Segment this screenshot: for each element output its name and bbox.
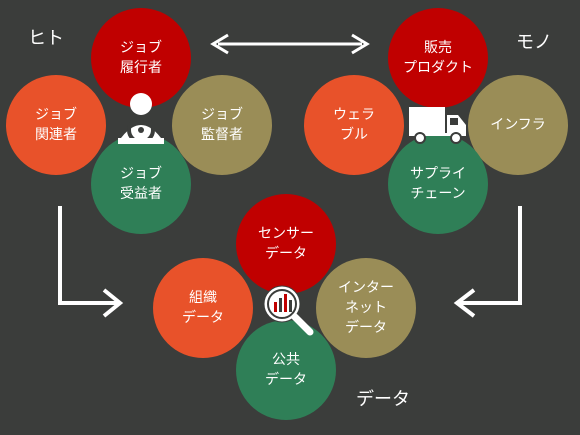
circle-job-beneficiary: ジョブ 受益者 [91,134,191,234]
truck-icon [409,107,466,144]
double-arrow-icon [210,33,370,55]
circle-sensor-data: センサー データ [236,194,336,294]
things-to-data-arrow-icon [453,206,522,318]
circle-sold-product: 販売 プロダクト [388,8,488,108]
circle-internet-data: インター ネット データ [316,258,416,358]
data-group-label: データ [356,389,410,410]
circle-job-supervisor: ジョブ 監督者 [172,75,272,175]
circle-wearable: ウェラ ブル [304,75,404,175]
circle-public-data: 公共 データ [236,320,336,420]
things-group-label: モノ [516,32,552,53]
circle-job-executor: ジョブ 履行者 [91,8,191,108]
circle-organization-data: 組織 データ [153,258,253,358]
driver-icon [118,93,164,144]
circle-supply-chain: サプライ チェーン [388,134,488,234]
people-group-label: ヒト [28,28,64,49]
analytics-magnifier-icon [263,285,314,336]
circle-job-related: ジョブ 関連者 [6,75,106,175]
people-to-data-arrow-icon [58,206,124,318]
circle-infrastructure: インフラ [468,75,568,175]
